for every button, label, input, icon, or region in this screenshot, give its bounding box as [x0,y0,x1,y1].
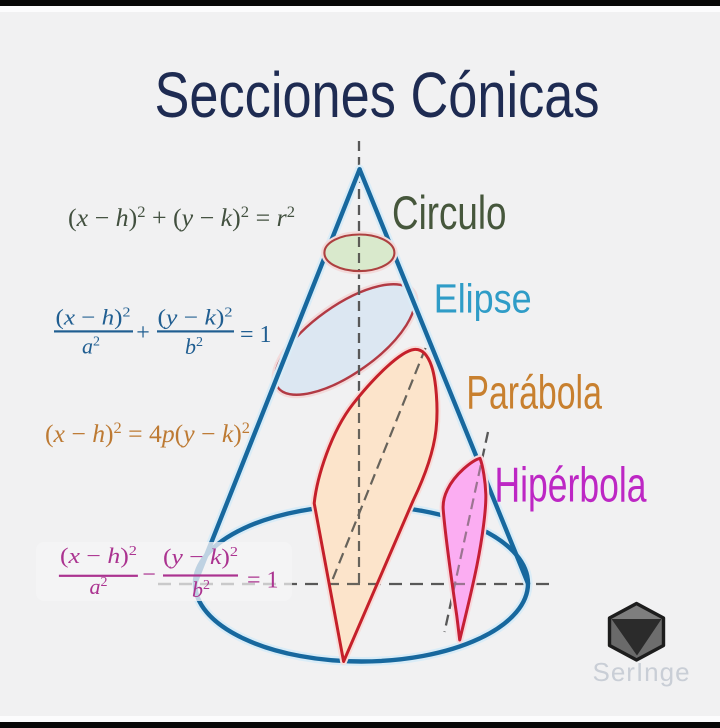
svg-text:−: − [142,562,156,588]
svg-text:(x − h)2: (x − h)2 [56,305,131,330]
svg-text:Hipérbola: Hipérbola [495,459,648,513]
svg-text:(x − h)2 + (y − k)2 = r2: (x − h)2 + (y − k)2 = r2 [68,204,295,232]
svg-text:SerInge: SerInge [593,657,691,687]
svg-text:(y − k)2: (y − k)2 [158,305,233,330]
svg-text:Parábola: Parábola [466,366,602,419]
svg-text:(x − h)2: (x − h)2 [60,543,137,568]
svg-text:+: + [136,320,150,346]
svg-text:Secciones Cónicas: Secciones Cónicas [155,59,600,131]
svg-text:= 1: = 1 [240,322,272,348]
svg-text:(y − k)2: (y − k)2 [163,544,238,569]
svg-text:(x − h)2 = 4p(y − k)2: (x − h)2 = 4p(y − k)2 [45,420,250,448]
svg-text:= 1: = 1 [247,568,279,594]
svg-text:Circulo: Circulo [392,186,507,239]
svg-text:Elipse: Elipse [434,276,532,322]
